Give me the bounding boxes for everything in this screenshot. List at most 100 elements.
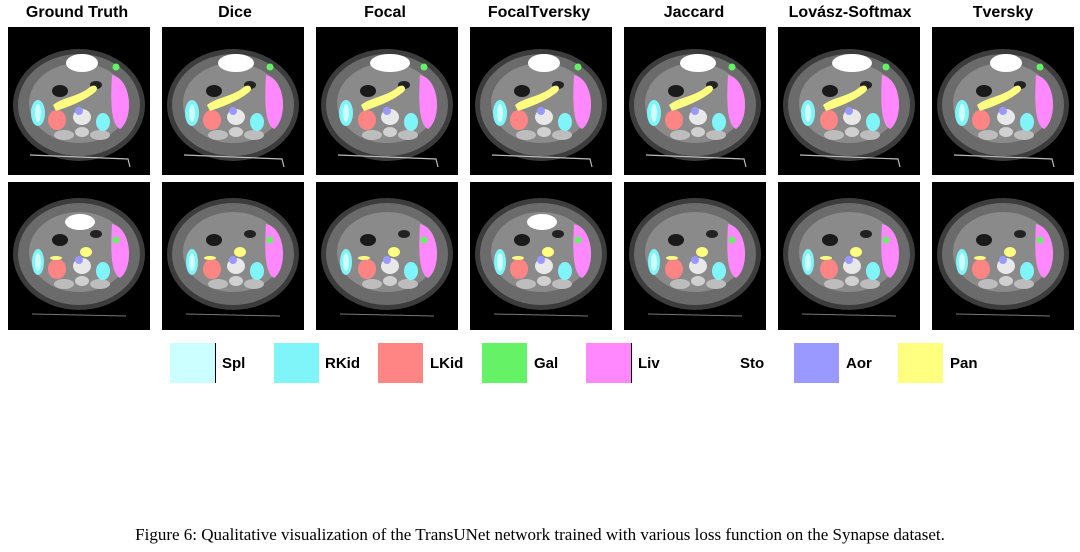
organ-sto xyxy=(990,54,1022,72)
organ-gal xyxy=(728,236,736,244)
legend-swatch xyxy=(274,343,319,383)
rib xyxy=(670,279,690,289)
legend-swatch xyxy=(482,343,527,383)
organ-rkid xyxy=(712,113,726,131)
organ-aor xyxy=(999,107,1007,115)
ct-slice-image xyxy=(13,198,145,317)
organ-liv xyxy=(1035,75,1054,129)
bowel-gas xyxy=(552,230,564,238)
organ-gal xyxy=(112,63,120,71)
legend-swatch xyxy=(586,343,631,383)
organ-liv xyxy=(881,75,900,129)
organ-gal xyxy=(1036,236,1044,244)
organ-spl xyxy=(35,104,41,122)
rib xyxy=(90,130,110,140)
ct-slice-row1-jaccard xyxy=(624,27,766,175)
bowel-gas xyxy=(976,85,992,97)
rib xyxy=(54,130,74,140)
organ-spl xyxy=(189,104,195,122)
table-line xyxy=(337,154,439,168)
ct-slice-image xyxy=(321,198,453,317)
bowel-gas xyxy=(514,234,530,246)
organ-aor xyxy=(691,256,699,264)
spinous-process xyxy=(999,276,1013,286)
legend-label: RKid xyxy=(325,355,360,372)
bowel-gas xyxy=(360,85,376,97)
spinous-process xyxy=(691,276,705,286)
column-title-dice: Dice xyxy=(218,4,252,21)
organ-rkid xyxy=(866,113,880,131)
organ-pan xyxy=(53,85,97,111)
legend-swatch xyxy=(170,343,215,383)
rib xyxy=(860,130,880,140)
organ-rkid xyxy=(1020,262,1034,280)
spinous-process xyxy=(229,127,243,137)
table-line xyxy=(183,154,285,168)
ct-slice-row2-focaltversky xyxy=(470,182,612,330)
organ-aor xyxy=(383,256,391,264)
organ-pan xyxy=(974,256,986,260)
organ-pan xyxy=(512,256,524,260)
organ-sto xyxy=(370,54,410,72)
organ-rkid xyxy=(250,113,264,131)
rib xyxy=(1014,130,1034,140)
rib xyxy=(978,279,998,289)
organ-aor xyxy=(537,256,545,264)
organ-pan xyxy=(850,247,862,257)
organ-aor xyxy=(845,107,853,115)
table-line xyxy=(645,154,747,168)
rib xyxy=(244,279,264,289)
organ-lkid xyxy=(665,259,683,279)
legend-label: Spl xyxy=(222,355,246,372)
rib xyxy=(824,279,844,289)
bowel-gas xyxy=(90,230,102,238)
rib xyxy=(90,279,110,289)
organ-lkid xyxy=(665,110,683,130)
organ-rkid xyxy=(1020,113,1034,131)
organ-lkid xyxy=(48,110,66,130)
organ-lkid xyxy=(203,259,221,279)
table-line xyxy=(339,313,435,317)
bowel-gas xyxy=(822,85,838,97)
column-title-tversky: Tversky xyxy=(972,4,1034,21)
table-line xyxy=(647,313,743,317)
rib xyxy=(706,130,726,140)
organ-aor xyxy=(845,256,853,264)
spinous-process xyxy=(383,276,397,286)
organ-aor xyxy=(229,256,237,264)
ct-slice-row2-focal xyxy=(316,182,458,330)
organ-spl xyxy=(343,104,349,122)
organ-sto xyxy=(680,54,716,72)
ct-slice-row2-lovasz-softmax xyxy=(778,182,920,330)
legend-label: Sto xyxy=(740,355,765,372)
rib xyxy=(362,130,382,140)
column-title-focaltversky: FocalTversky xyxy=(487,4,591,21)
organ-liv xyxy=(265,75,284,129)
organ-pan xyxy=(358,256,370,260)
spinous-process xyxy=(229,276,243,286)
bowel-gas xyxy=(52,85,68,97)
organ-aor xyxy=(75,256,83,264)
column-title-jaccard: Jaccard xyxy=(663,4,725,21)
organ-sto xyxy=(528,54,560,72)
organ-pan xyxy=(542,247,554,257)
organ-aor xyxy=(999,256,1007,264)
ct-slice-row2-dice xyxy=(162,182,304,330)
organ-gal xyxy=(420,236,428,244)
organ-lkid xyxy=(358,259,376,279)
rib xyxy=(552,130,572,140)
ct-slice-row1-focaltversky xyxy=(470,27,612,175)
organ-gal xyxy=(266,236,274,244)
spinous-process xyxy=(75,276,89,286)
organ-spl xyxy=(35,253,41,271)
organ-rkid xyxy=(404,113,418,131)
spinous-process xyxy=(537,276,551,286)
organ-gal xyxy=(420,63,428,71)
organ-sto xyxy=(527,214,557,230)
ct-slice-image xyxy=(321,49,453,168)
figure-caption: Figure 6: Qualitative visualization of t… xyxy=(135,525,945,544)
rib xyxy=(398,130,418,140)
rib xyxy=(516,130,536,140)
legend-swatch xyxy=(794,343,839,383)
